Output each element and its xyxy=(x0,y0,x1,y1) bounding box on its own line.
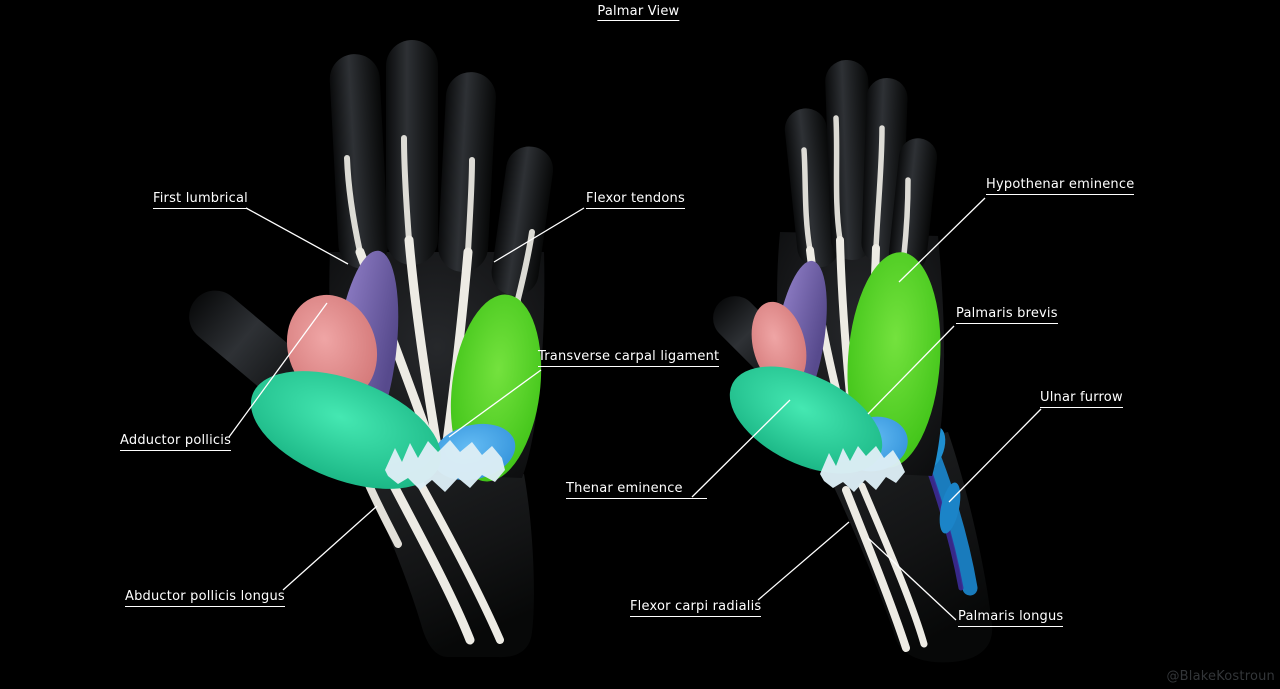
palmaris-longus-tendon xyxy=(858,482,928,648)
left-finger xyxy=(329,54,389,269)
right-hand xyxy=(713,60,993,663)
left-forearm-tendon xyxy=(389,481,475,645)
leader-hypothenar-eminence xyxy=(898,197,986,283)
right-adductor-pollicis-muscle xyxy=(751,301,807,389)
label-flexor-tendons: Flexor tendons xyxy=(586,191,685,209)
leader-palmaris-brevis xyxy=(867,325,955,415)
thenar-eminence-muscle xyxy=(729,366,883,474)
leader-lines xyxy=(228,197,1042,621)
left-forearm-tendon xyxy=(416,479,504,644)
leader-flexor-carpi-radialis xyxy=(757,521,850,601)
left-forearm xyxy=(360,468,534,658)
right-carpal-fan xyxy=(820,446,905,492)
page-title: Palmar View xyxy=(597,4,680,21)
artist-watermark: @BlakeKostroun xyxy=(1166,669,1275,684)
leader-abductor-pollicis-longus xyxy=(282,505,378,591)
label-thenar-eminence: Thenar eminence xyxy=(566,481,707,499)
label-palmaris-longus: Palmaris longus xyxy=(958,609,1064,627)
leader-adductor-pollicis xyxy=(228,302,328,438)
label-abductor-pollicis-longus: Abductor pollicis longus xyxy=(125,589,285,607)
leader-thenar-eminence xyxy=(691,399,791,498)
left-finger xyxy=(386,40,438,265)
left-hand xyxy=(189,40,554,658)
right-finger xyxy=(888,138,938,273)
left-finger xyxy=(491,146,554,296)
hypothenar-eminence-muscle xyxy=(847,252,941,468)
right-finger xyxy=(784,108,840,268)
leader-flexor-tendons xyxy=(493,207,585,263)
left-carpal-fan xyxy=(385,440,505,492)
label-first-lumbrical: First lumbrical xyxy=(153,191,248,209)
leader-first-lumbrical xyxy=(245,207,349,265)
label-ulnar-furrow: Ulnar furrow xyxy=(1040,390,1123,408)
label-palmaris-brevis: Palmaris brevis xyxy=(956,306,1058,324)
flexor-carpi-radialis-tendon xyxy=(842,486,910,652)
left-finger xyxy=(438,72,496,272)
label-hypothenar-eminence: Hypothenar eminence xyxy=(986,177,1135,195)
label-transverse-carpal-ligament: Transverse carpal ligament xyxy=(538,349,720,367)
leader-palmaris-longus xyxy=(867,537,957,621)
label-adductor-pollicis: Adductor pollicis xyxy=(120,433,232,451)
leader-ulnar-furrow xyxy=(948,408,1042,503)
label-flexor-carpi-radialis: Flexor carpi radialis xyxy=(630,599,762,617)
leader-transverse-carpal xyxy=(448,369,542,438)
